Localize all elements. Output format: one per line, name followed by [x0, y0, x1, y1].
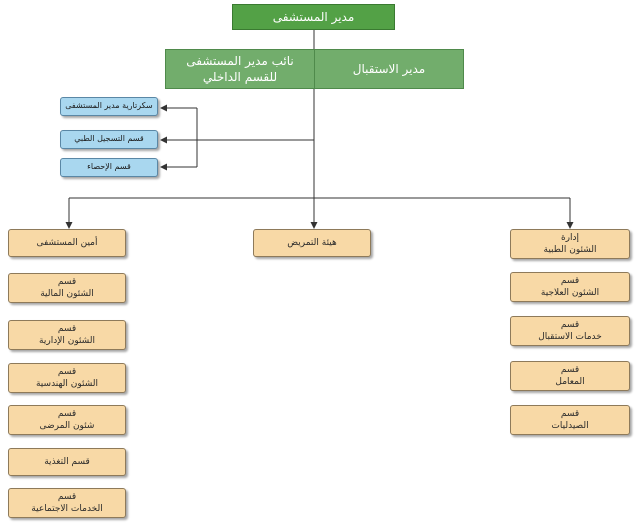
secretary-unit-box: سكرتارية مدير المستشفى	[60, 97, 158, 116]
social-services-dept-box: قسم الخدمات الاجتماعية	[8, 488, 126, 518]
finance-dept-box: قسم الشئون المالية	[8, 273, 126, 303]
medical-affairs-box: إدارة الشئون الطبية	[510, 229, 630, 259]
statistics-unit-box: قسم الإحصاء	[60, 158, 158, 177]
deputy-director-box: نائب مدير المستشفى للقسم الداخلي	[165, 49, 315, 89]
medical-records-unit-box: قسم التسجيل الطبي	[60, 130, 158, 149]
therapeutic-dept-box: قسم الشئون العلاجية	[510, 272, 630, 302]
nursing-box: هيئة التمريض	[253, 229, 371, 257]
patient-affairs-dept-box: قسم شئون المرضى	[8, 405, 126, 435]
director-box: مدير المستشفى	[232, 4, 395, 30]
engineering-dept-box: قسم الشئون الهندسية	[8, 363, 126, 393]
laboratories-dept-box: قسم المعامل	[510, 361, 630, 391]
reception-manager-box: مدير الاستقبال	[314, 49, 464, 89]
secretary-general-box: أمين المستشفى	[8, 229, 126, 257]
admin-dept-box: قسم الشئون الإدارية	[8, 320, 126, 350]
reception-services-dept-box: قسم خدمات الاستقبال	[510, 316, 630, 346]
pharmacies-dept-box: قسم الصيدليات	[510, 405, 630, 435]
nutrition-dept-box: قسم التغذية	[8, 448, 126, 476]
